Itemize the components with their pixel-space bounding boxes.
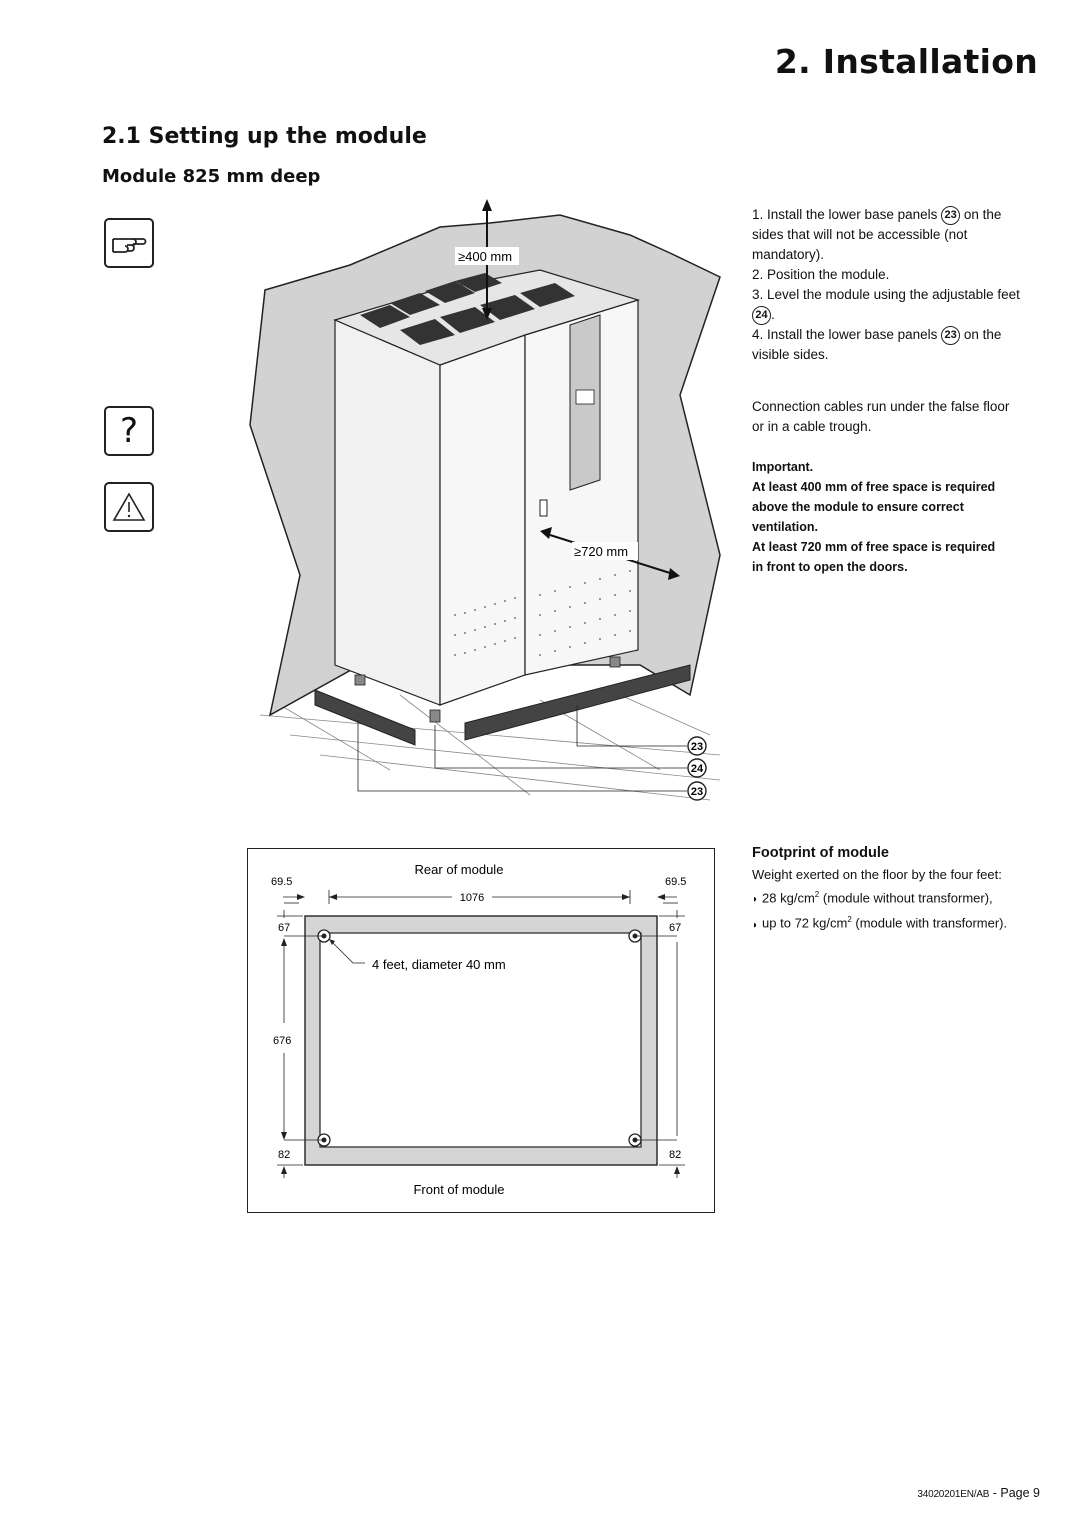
section-subtitle: Module 825 mm deep xyxy=(102,166,321,187)
dim-width: 1076 xyxy=(460,892,484,904)
ref-23: 23 xyxy=(941,205,961,225)
top-clearance-label: ≥400 mm xyxy=(458,249,512,264)
step-4-line-2: visible sides. xyxy=(752,347,829,362)
dim-bottom-right: 82 xyxy=(669,1149,681,1161)
step-2: 2. Position the module. xyxy=(752,267,890,282)
front-label: Front of module xyxy=(413,1182,504,1197)
callout-lines xyxy=(357,705,687,792)
module-inner-outline xyxy=(319,932,642,1148)
footprint-bullet-2: up to 72 kg/cm2 (module with transformer… xyxy=(752,910,1062,935)
base-panel-left xyxy=(314,689,416,746)
step-1-line-3: mandatory). xyxy=(752,247,825,262)
installation-steps: 1. Install the lower base panels 23 on t… xyxy=(752,205,1052,365)
dim-top-right: 67 xyxy=(669,922,681,934)
dim-top-left: 67 xyxy=(278,922,290,934)
foot xyxy=(354,674,366,686)
top-clearance-label-bg xyxy=(455,247,519,265)
callout-23-b: 23 xyxy=(691,786,703,798)
step-1: 1. Install the lower base panels 23 on t… xyxy=(752,205,1052,225)
important-heading: Important. xyxy=(752,460,814,474)
front-vent-dots xyxy=(454,570,631,656)
footprint-intro: Weight exerted on the floor by the four … xyxy=(752,867,1002,882)
dim-right-offset: 69.5 xyxy=(665,876,686,888)
warning-icon xyxy=(104,482,154,532)
dim-depth: 676 xyxy=(273,1035,291,1047)
important-note: Important. At least 400 mm of free space… xyxy=(752,457,1052,577)
footprint-text: Weight exerted on the floor by the four … xyxy=(752,865,1062,936)
chapter-title: 2. Installation xyxy=(774,42,1038,81)
module-front-left xyxy=(439,334,526,706)
question-icon: ? xyxy=(104,406,154,456)
callout-23-a: 23 xyxy=(691,741,703,753)
step-3: 3. Level the module using the adjustable… xyxy=(752,287,1020,302)
footprint-bullet-1: 28 kg/cm2 (module without transformer), xyxy=(752,885,1062,910)
step-3-ref: 24. xyxy=(752,305,1052,325)
floor-grid xyxy=(259,694,721,801)
base-panel-front xyxy=(464,664,691,741)
footprint-diagram: Rear of module Front of module 4 feet, d… xyxy=(247,848,715,1213)
document-code: 34020201EN/AB xyxy=(917,1489,990,1500)
dim-left-offset: 69.5 xyxy=(271,876,292,888)
page-number: Page 9 xyxy=(1000,1486,1040,1500)
callout-24: 24 xyxy=(691,763,704,775)
module-installation-illustration: ≥400 mm ≥720 mm 23 24 23 xyxy=(249,199,721,801)
pointing-hand-icon xyxy=(104,218,154,268)
cables-note: Connection cables run under the false fl… xyxy=(752,399,1010,434)
callout-markers: 23 24 23 xyxy=(687,736,707,801)
step-4: 4. Install the lower base panels 23 on t… xyxy=(752,325,1052,345)
feet-label: 4 feet, diameter 40 mm xyxy=(372,957,506,972)
ref-23: 23 xyxy=(941,325,961,345)
foot xyxy=(429,709,441,723)
dim-bottom-left: 82 xyxy=(278,1149,290,1161)
page-footer: 34020201EN/AB - Page 9 xyxy=(917,1486,1040,1500)
door-handle xyxy=(539,499,548,517)
ref-24: 24 xyxy=(752,305,771,325)
front-clearance-label: ≥720 mm xyxy=(574,544,628,559)
top-grilles xyxy=(360,273,575,345)
module-side xyxy=(334,319,441,706)
section-title: 2.1 Setting up the module xyxy=(102,124,427,149)
foot xyxy=(609,656,621,668)
footprint-title: Footprint of module xyxy=(752,845,889,861)
step-1-line-2: sides that will not be accessible (not xyxy=(752,227,968,242)
rear-label: Rear of module xyxy=(415,862,504,877)
